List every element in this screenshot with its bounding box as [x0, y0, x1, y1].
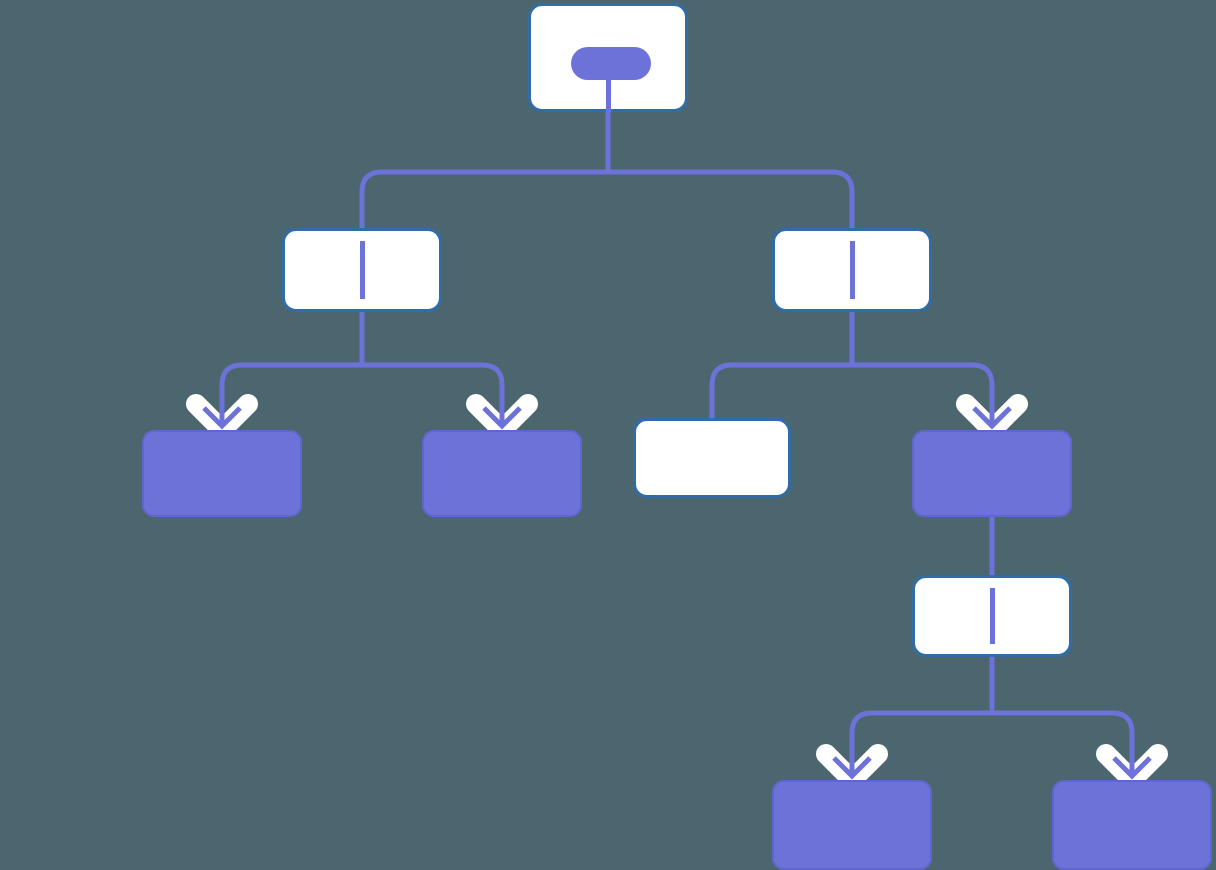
edge-right-branch-to-children [709, 312, 995, 420]
root-stub-connector [605, 76, 611, 112]
passthrough-connector-line [849, 241, 855, 299]
plain-node-c[interactable] [633, 418, 791, 498]
passthrough-connector-line [359, 241, 365, 299]
leaf-node-b[interactable] [422, 430, 582, 517]
passthrough-connector-line [989, 588, 995, 644]
leaf-node-g[interactable] [1052, 780, 1212, 870]
passthrough-node-e[interactable] [912, 575, 1072, 657]
leaf-node-a[interactable] [142, 430, 302, 517]
leaf-node-f[interactable] [772, 780, 932, 870]
edge-passthrough-to-leaves [849, 657, 1135, 770]
root-node[interactable] [528, 3, 688, 112]
edge-left-branch-to-leaves [219, 312, 505, 420]
branch-node-right[interactable] [772, 228, 932, 312]
branch-node-d[interactable] [912, 430, 1072, 517]
edge-root-to-branches [359, 112, 855, 228]
edge-paths [219, 112, 1135, 770]
branch-node-left[interactable] [282, 228, 442, 312]
root-pill-badge [571, 47, 651, 80]
